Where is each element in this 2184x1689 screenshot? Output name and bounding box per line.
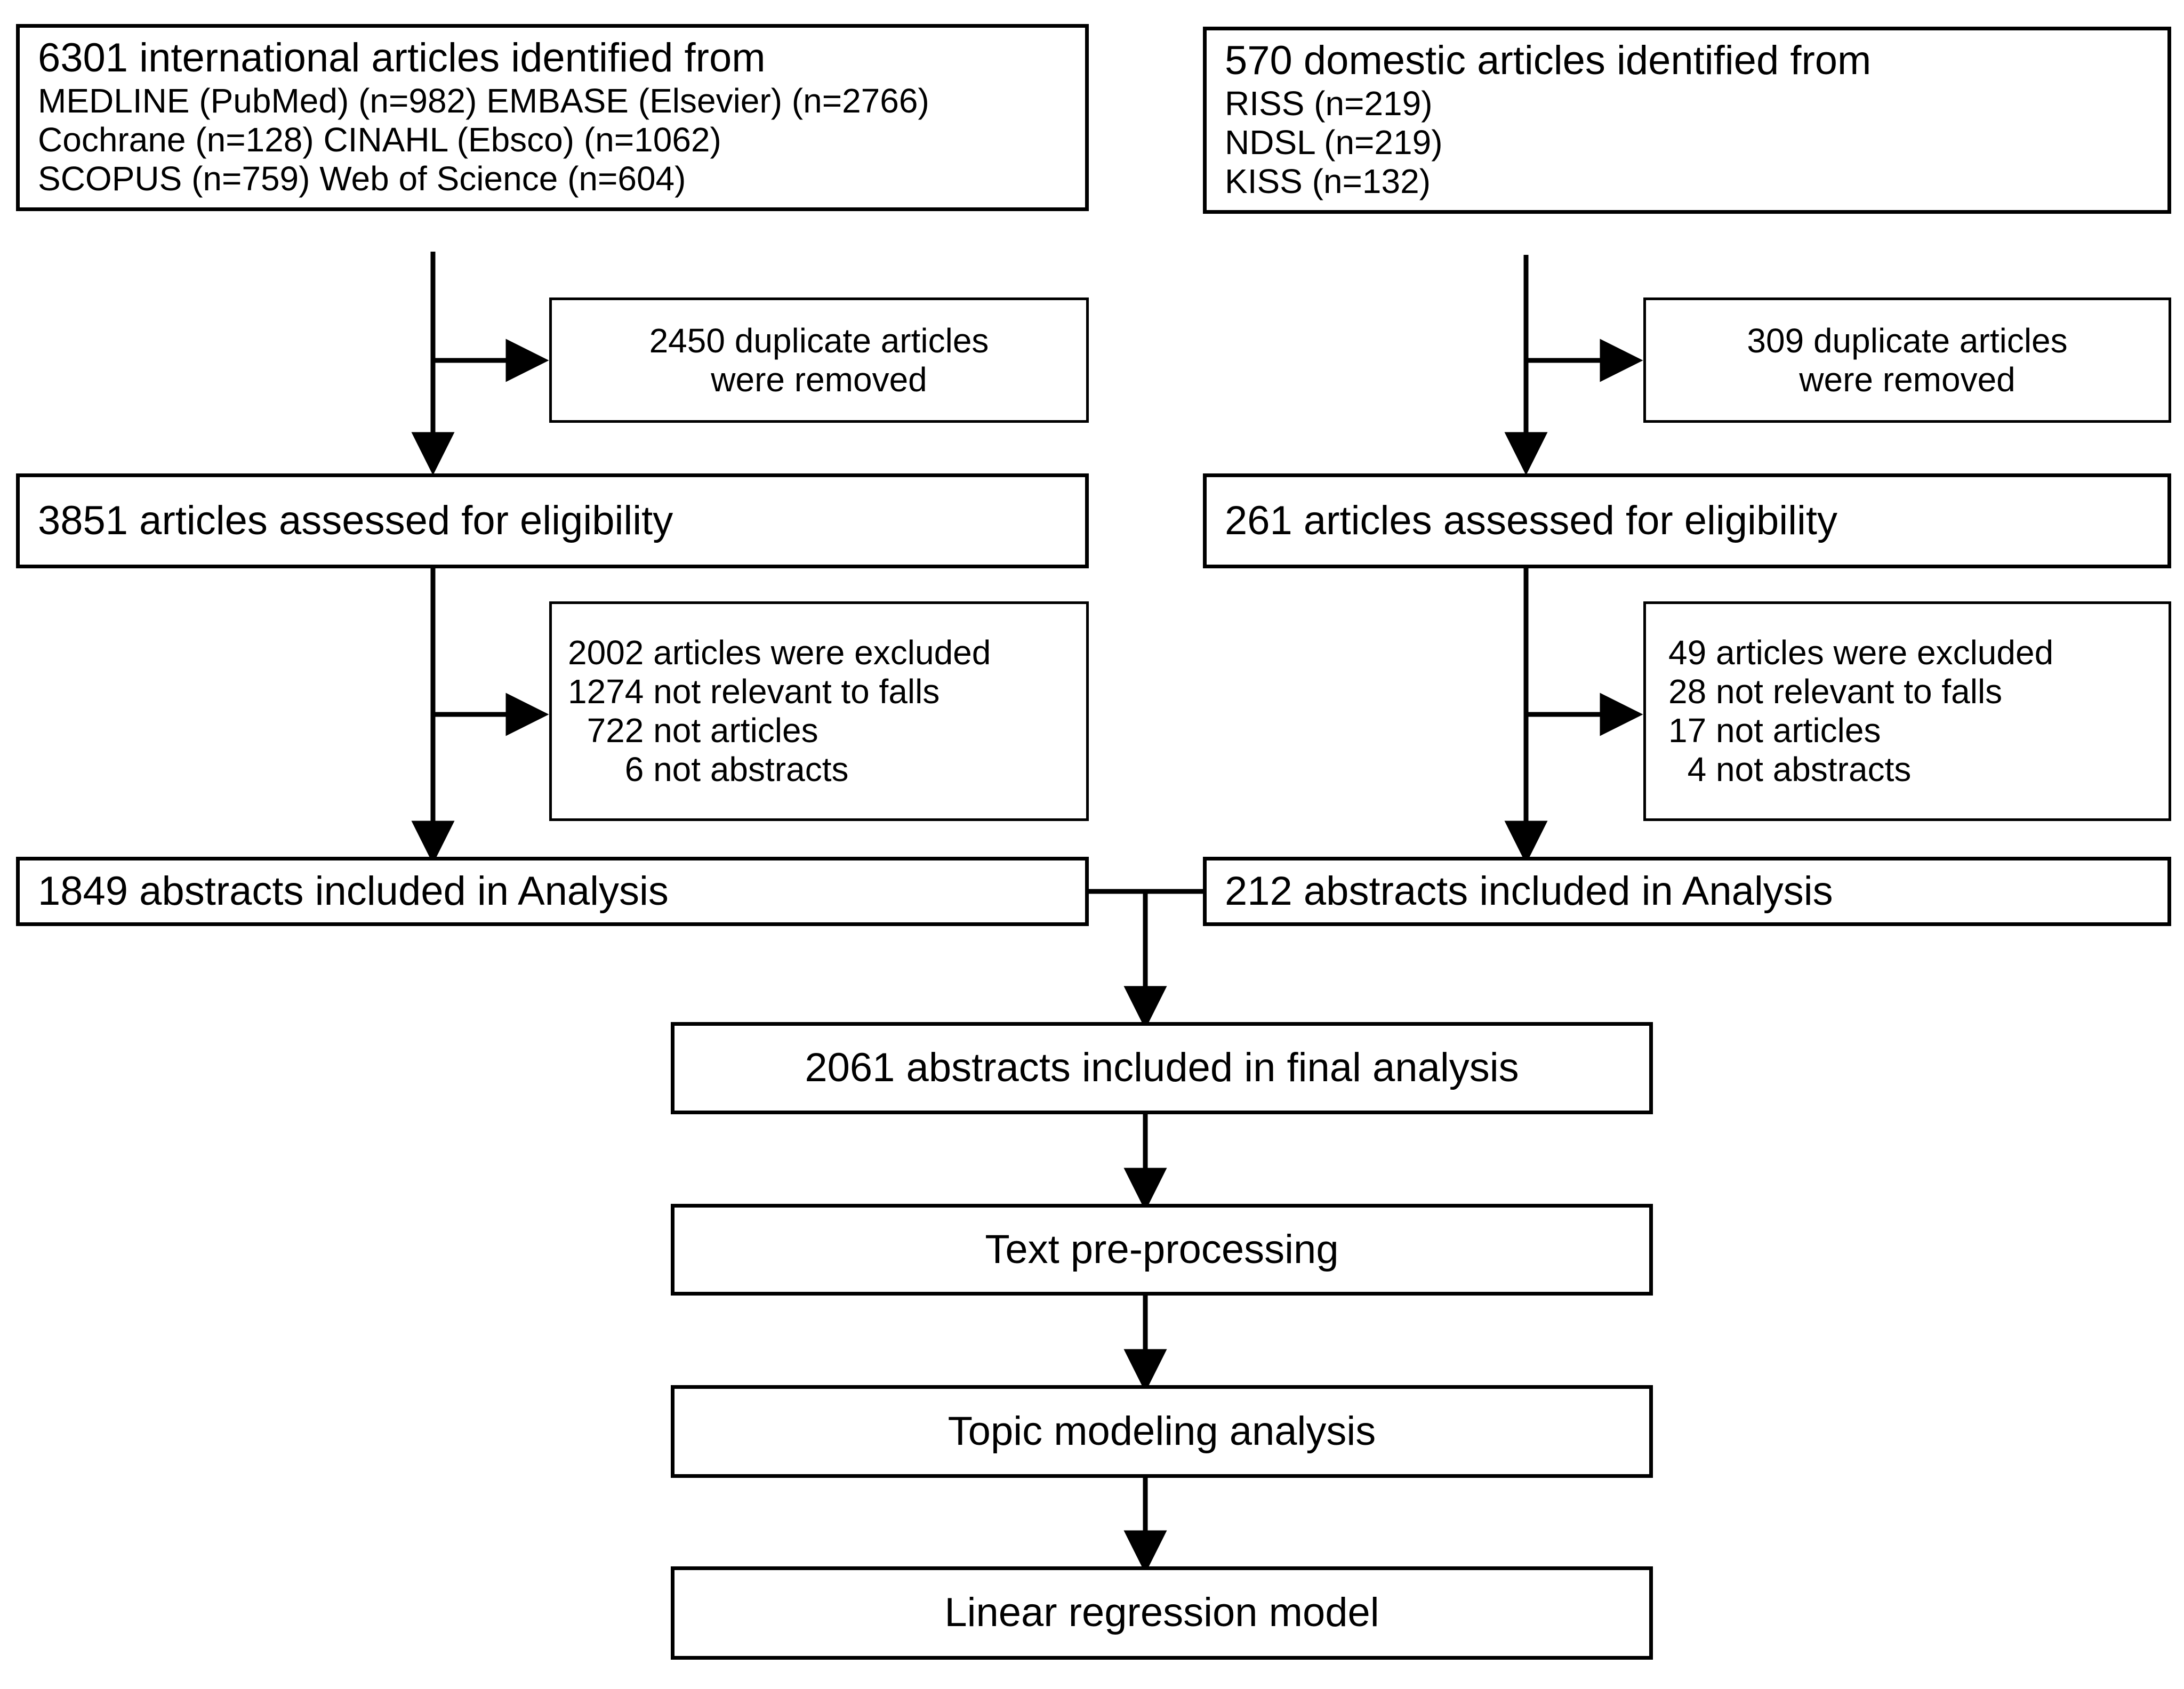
domestic-excluded-line: 28 not relevant to falls: [1668, 672, 2003, 711]
international-duplicates-line: 2450 duplicate articles: [649, 321, 989, 360]
international-excluded-line: 1274 not relevant to falls: [568, 672, 940, 711]
connector-intl-eligibility-to-included: [411, 568, 549, 864]
international-included-label: 1849 abstracts included in Analysis: [38, 868, 669, 914]
international-source-line: MEDLINE (PubMed) (n=982) EMBASE (Elsevie…: [38, 81, 929, 120]
node-topic-modeling: Topic modeling analysis: [671, 1385, 1653, 1478]
international-excluded-line: 722 not articles: [568, 711, 818, 750]
international-sources-heading: 6301 international articles identified f…: [38, 35, 766, 81]
international-excluded-line: 6 not abstracts: [568, 750, 849, 789]
connector-merge-to-final: [1088, 889, 1203, 1030]
domestic-excluded-line: 4 not abstracts: [1668, 750, 1912, 789]
international-duplicates-line: were removed: [711, 360, 927, 399]
topic-modeling-label: Topic modeling analysis: [948, 1408, 1376, 1454]
international-source-line: SCOPUS (n=759) Web of Science (n=604): [38, 159, 686, 198]
node-international-excluded: 2002 articles were excluded 1274 not rel…: [549, 601, 1089, 821]
node-domestic-sources: 570 domestic articles identified from RI…: [1203, 27, 2171, 214]
domestic-excluded-line: 17 not articles: [1668, 711, 1881, 750]
node-final-analysis: 2061 abstracts included in final analysi…: [671, 1022, 1653, 1114]
international-source-line: Cochrane (n=128) CINAHL (Ebsco) (n=1062): [38, 120, 721, 159]
connector-domestic-eligibility-to-included: [1504, 568, 1643, 864]
node-linear-regression: Linear regression model: [671, 1566, 1653, 1660]
domestic-sources-heading: 570 domestic articles identified from: [1225, 38, 1872, 83]
linear-regression-label: Linear regression model: [944, 1590, 1379, 1636]
node-domestic-duplicates: 309 duplicate articles were removed: [1643, 297, 2171, 423]
domestic-duplicates-line: were removed: [1799, 360, 2016, 399]
domestic-source-line: NDSL (n=219): [1225, 123, 1443, 162]
node-international-included: 1849 abstracts included in Analysis: [16, 857, 1089, 926]
node-domestic-eligibility: 261 articles assessed for eligibility: [1203, 473, 2171, 568]
node-international-sources: 6301 international articles identified f…: [16, 24, 1089, 212]
domestic-excluded-line: 49 articles were excluded: [1668, 633, 2054, 672]
node-domestic-included: 212 abstracts included in Analysis: [1203, 857, 2171, 926]
connector-domestic-sources-to-eligibility: [1504, 255, 1643, 476]
text-preprocessing-label: Text pre-processing: [985, 1226, 1339, 1272]
domestic-source-line: KISS (n=132): [1225, 162, 1431, 200]
node-text-preprocessing: Text pre-processing: [671, 1204, 1653, 1296]
international-eligibility-label: 3851 articles assessed for eligibility: [38, 497, 673, 543]
domestic-source-line: RISS (n=219): [1225, 84, 1433, 123]
domestic-eligibility-label: 261 articles assessed for eligibility: [1225, 497, 1837, 543]
node-domestic-excluded: 49 articles were excluded 28 not relevan…: [1643, 601, 2171, 821]
node-international-eligibility: 3851 articles assessed for eligibility: [16, 473, 1089, 568]
domestic-duplicates-line: 309 duplicate articles: [1747, 321, 2068, 360]
final-analysis-label: 2061 abstracts included in final analysi…: [805, 1045, 1519, 1091]
international-excluded-line: 2002 articles were excluded: [568, 633, 991, 672]
connector-intl-sources-to-eligibility: [411, 252, 549, 476]
node-international-duplicates: 2450 duplicate articles were removed: [549, 297, 1089, 423]
domestic-included-label: 212 abstracts included in Analysis: [1225, 868, 1833, 914]
